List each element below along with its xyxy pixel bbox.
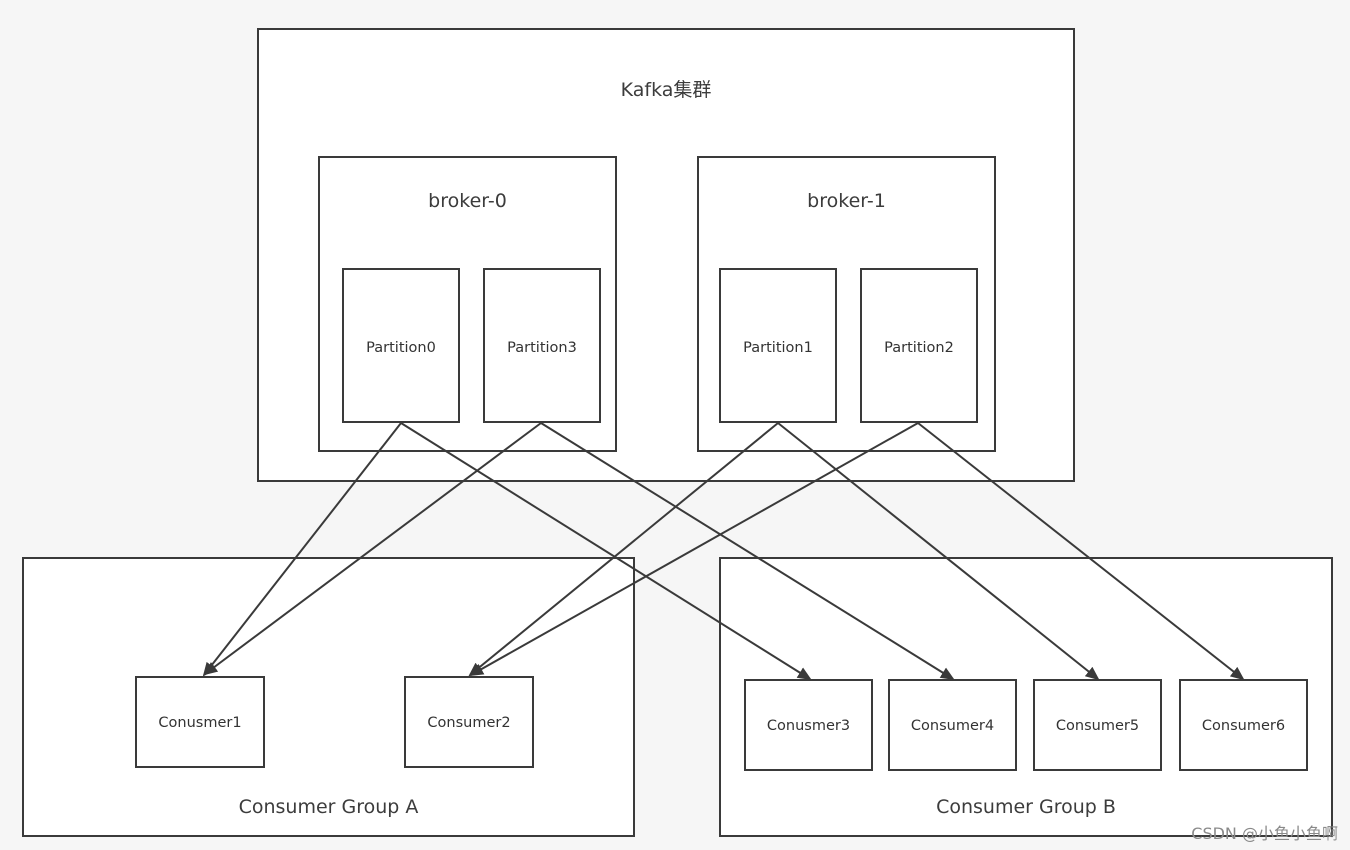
arrow-partition2-to-consumer6 [917, 422, 1245, 681]
arrow-partition3-to-consumer4 [540, 422, 955, 681]
partition-3-label: Partition3 [507, 340, 577, 356]
consumer-5-label: Consumer5 [1055, 718, 1140, 734]
partition-0-label: Partition0 [366, 340, 436, 356]
partition-2-label: Partition2 [884, 340, 954, 356]
consumer-1: Conusmer1 [135, 676, 265, 768]
consumer-group-a-title: Consumer Group A [238, 796, 419, 818]
consumer-5: Consumer5 [1033, 679, 1162, 771]
broker-0-title: broker-0 [428, 190, 507, 212]
broker-1-title: broker-1 [807, 190, 886, 212]
partition-1-label: Partition1 [743, 340, 813, 356]
consumer-2: Consumer2 [404, 676, 534, 768]
partition-0: Partition0 [342, 268, 460, 423]
arrow-partition2-to-consumer2 [469, 422, 919, 676]
consumer-group-b-title: Consumer Group B [936, 796, 1116, 818]
partition-2: Partition2 [860, 268, 978, 423]
consumer-2-label: Consumer2 [427, 715, 511, 731]
consumer-3: Conusmer3 [744, 679, 873, 771]
arrow-partition1-to-consumer2 [468, 422, 779, 677]
consumer-6: Consumer6 [1179, 679, 1308, 771]
arrow-partition0-to-consumer3 [400, 422, 812, 681]
watermark: CSDN @小鱼小鱼啊 [1191, 824, 1338, 843]
consumer-1-label: Conusmer1 [158, 715, 242, 731]
partition-3: Partition3 [483, 268, 601, 423]
consumer-3-label: Conusmer3 [766, 718, 851, 734]
partition-1: Partition1 [719, 268, 837, 423]
consumer-4-label: Consumer4 [910, 718, 995, 734]
arrow-partition0-to-consumer1 [202, 422, 402, 677]
consumer-4: Consumer4 [888, 679, 1017, 771]
cluster-title: Kafka集群 [620, 79, 712, 101]
consumer-6-label: Consumer6 [1201, 718, 1286, 734]
arrow-partition3-to-consumer1 [203, 422, 542, 676]
arrow-partition1-to-consumer5 [777, 422, 1100, 681]
